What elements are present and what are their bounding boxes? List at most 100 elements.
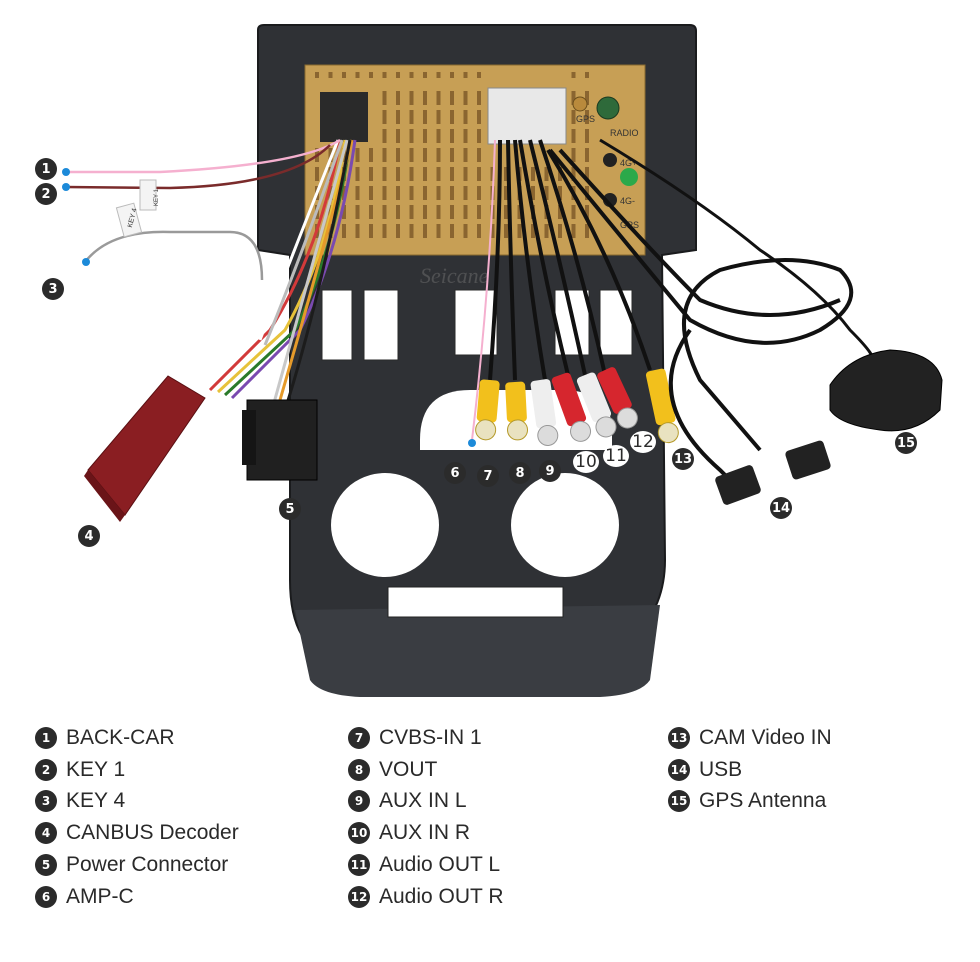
vent-slot <box>423 72 427 78</box>
vent-slot <box>315 72 319 78</box>
callout-3: 3 <box>42 278 64 300</box>
vent-slot <box>396 167 400 181</box>
legend-label: Power Connector <box>66 853 229 877</box>
vent-slot <box>477 224 481 238</box>
main-port <box>487 87 567 145</box>
vent-slot <box>342 224 346 238</box>
usb-plug-1 <box>715 465 761 505</box>
vent-slot <box>558 167 562 181</box>
vent-slot <box>450 186 454 200</box>
vent-slot <box>342 72 346 78</box>
vent-slot <box>463 72 468 78</box>
legend-label: Audio OUT R <box>379 884 504 908</box>
vent-slot <box>585 72 589 78</box>
vent-slot <box>558 224 562 238</box>
key1-tag <box>139 179 157 211</box>
legend-badge: 5 <box>35 854 57 877</box>
vent-slot <box>477 110 481 124</box>
vent-slot <box>396 129 400 143</box>
legend-label: VOUT <box>379 757 438 781</box>
vent-slot <box>423 110 427 124</box>
vent-slot <box>355 72 360 78</box>
legend-label: GPS Antenna <box>699 789 827 813</box>
legend-badge: 15 <box>668 790 690 813</box>
vent-slot <box>463 91 468 105</box>
wire-bundle <box>208 139 357 411</box>
legend-label: CANBUS Decoder <box>66 821 239 845</box>
vent-slot <box>463 224 468 238</box>
key4-tip <box>82 258 90 266</box>
fourg-plus-text: 4G+ <box>620 158 637 168</box>
vent-slot <box>463 167 468 181</box>
vent-slot <box>423 91 427 105</box>
callout-15: 15 <box>895 432 917 454</box>
vent-slot <box>477 91 481 105</box>
vent-slot <box>382 224 387 238</box>
vent-slot <box>396 91 400 105</box>
vent-slot <box>409 72 414 78</box>
legend-badge: 9 <box>348 790 370 813</box>
gps-antenna <box>829 349 943 432</box>
vent-slot <box>382 148 387 162</box>
vent-slot <box>396 205 400 219</box>
rca-cables <box>488 139 652 381</box>
vent-slot <box>436 148 441 162</box>
key4-wire <box>84 230 264 281</box>
vent-slot <box>463 129 468 143</box>
legend-badge: 14 <box>668 758 690 781</box>
vent-slot <box>477 205 481 219</box>
vent-slot <box>369 186 373 200</box>
amp-c-tip <box>468 439 476 447</box>
vent-slot <box>355 186 360 200</box>
callout-7: 7 <box>477 465 499 487</box>
vent-slot <box>355 167 360 181</box>
vent-slot <box>436 224 441 238</box>
fourg-minus-text: 4G- <box>620 196 635 206</box>
callout-14: 14 <box>770 497 792 519</box>
legend-item: 7 CVBS-IN 1 <box>348 722 504 754</box>
vent-slot <box>382 167 387 181</box>
callout-5: 5 <box>279 498 301 520</box>
vent-slot <box>436 205 441 219</box>
vent-slot <box>531 167 535 181</box>
vent-slot <box>409 205 414 219</box>
power-connector <box>246 399 318 481</box>
vent-slot <box>585 167 589 181</box>
key1-tag-text: KEY 1 <box>154 188 160 206</box>
vent-slot <box>369 205 373 219</box>
vent-slot <box>436 167 441 181</box>
vent-slot <box>571 205 576 219</box>
legend-badge: 10 <box>348 822 370 845</box>
legend-badge: 3 <box>35 790 57 813</box>
vent-slot <box>342 205 346 219</box>
vent-slot <box>490 167 495 181</box>
vent-slot <box>517 205 522 219</box>
vent-slot <box>382 91 387 105</box>
vent-slot <box>436 186 441 200</box>
vent-slot <box>450 72 454 78</box>
legend-item: 5 Power Connector <box>35 849 239 881</box>
legend-label: CVBS-IN 1 <box>379 725 482 749</box>
lower-slot <box>387 586 564 618</box>
vent-slot <box>436 129 441 143</box>
legend-badge: 8 <box>348 758 370 781</box>
vent-slot <box>409 129 414 143</box>
vent-slot <box>450 129 454 143</box>
vent-slot <box>436 91 441 105</box>
key4-tag <box>115 202 143 238</box>
legend-badge: 7 <box>348 726 370 749</box>
watermark-text: Seicane <box>420 263 489 288</box>
vent-slot <box>544 186 549 200</box>
frame-bottom-lip <box>295 605 660 697</box>
back-car-tip <box>62 168 70 176</box>
vent-slot <box>544 167 549 181</box>
